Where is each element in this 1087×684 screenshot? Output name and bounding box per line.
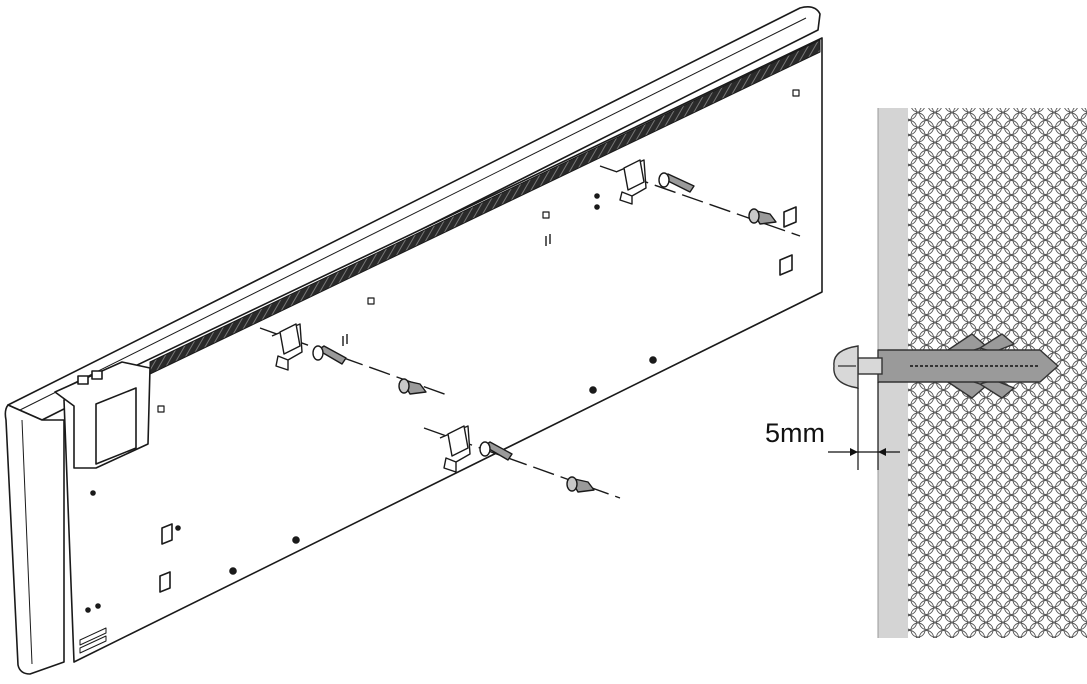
wall-plug-detail — [877, 333, 1059, 399]
control-box-window — [95, 387, 137, 465]
mounting-set-upper — [599, 159, 801, 237]
mounting-set-middle — [259, 323, 451, 397]
control-knob — [77, 375, 89, 385]
wall-plug-end — [566, 476, 578, 492]
bottom-vent — [79, 627, 107, 646]
panel-hole — [594, 193, 600, 199]
panel-hole — [90, 490, 96, 496]
panel-slot — [157, 405, 165, 413]
bottom-vent — [79, 635, 107, 654]
screw-head — [479, 441, 491, 457]
panel-hole — [175, 525, 181, 531]
screw — [317, 345, 347, 365]
panel-clip — [779, 254, 793, 276]
mounting-bracket-hook — [447, 425, 469, 457]
control-knob — [91, 370, 103, 380]
panel-hole — [95, 603, 101, 609]
dimension-label: 5mm — [765, 418, 825, 448]
dimension-arrow — [850, 448, 858, 456]
mounting-bracket-hook — [623, 159, 645, 191]
wall-plug-end — [748, 208, 760, 224]
panel-clip — [159, 571, 171, 593]
panel-clip — [161, 523, 173, 545]
panel-hole — [594, 204, 600, 210]
panel-hole — [649, 356, 657, 364]
screw-head — [312, 345, 324, 361]
dimension-5mm — [828, 382, 900, 470]
heater-panel — [4, 6, 823, 675]
panel-slot — [542, 211, 550, 219]
panel-clip — [783, 206, 797, 228]
wall-plug-end — [398, 378, 410, 394]
mounting-set-lower — [423, 425, 621, 499]
screw-head — [833, 345, 859, 389]
panel-hole — [85, 607, 91, 613]
panel-left-edge — [4, 404, 65, 675]
wall-cross-section: 5mm — [765, 108, 1087, 638]
panel-slot — [367, 297, 375, 305]
screw-shank — [857, 357, 883, 375]
screw-head — [658, 172, 670, 188]
panel-hole — [292, 536, 300, 544]
panel-slot — [792, 89, 800, 97]
mounting-bracket-hook — [279, 323, 301, 355]
dimension-arrow — [878, 448, 886, 456]
panel-hole — [229, 567, 237, 575]
panel-left-edge-inner — [21, 419, 33, 665]
screw-head-detail — [833, 345, 883, 389]
panel-top-edge-inner — [19, 17, 807, 411]
panel-hole — [589, 386, 597, 394]
